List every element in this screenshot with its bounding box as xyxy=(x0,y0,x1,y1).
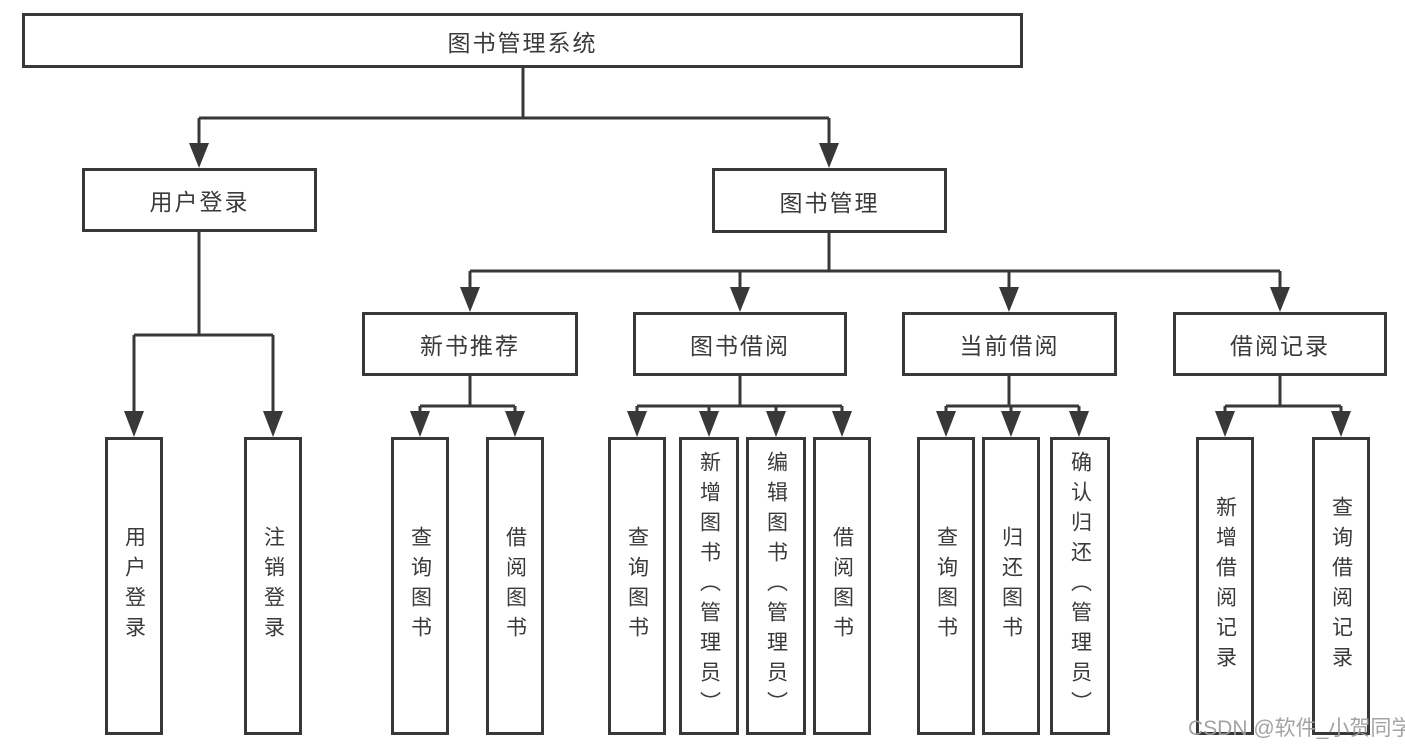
leaf-query-borrow-record: 查询借阅记录 xyxy=(1312,437,1370,735)
leaf-query-books-3: 查询图书 xyxy=(917,437,975,735)
leaf-label: 查询图书 xyxy=(625,526,649,646)
leaf-edit-books-admin: 编辑图书（管理员） xyxy=(746,437,806,735)
leaf-label: 确认归还（管理员） xyxy=(1068,451,1092,721)
node-label: 新书推荐 xyxy=(420,333,520,359)
leaf-add-books-admin: 新增图书（管理员） xyxy=(679,437,739,735)
leaf-query-books-1: 查询图书 xyxy=(391,437,449,735)
leaf-label: 借阅图书 xyxy=(830,526,854,646)
node-label: 图书借阅 xyxy=(690,333,790,359)
leaf-query-books-2: 查询图书 xyxy=(608,437,666,735)
csdn-watermark: CSDN @软件_小贺同学 xyxy=(1188,717,1405,740)
leaf-label: 注销登录 xyxy=(261,526,285,646)
leaf-label: 归还图书 xyxy=(999,526,1023,646)
node-book-management: 图书管理 xyxy=(712,168,947,233)
node-library-management-system: 图书管理系统 xyxy=(22,13,1023,68)
arrowhead-icons xyxy=(124,143,1351,437)
node-label: 当前借阅 xyxy=(959,333,1060,359)
leaf-borrow-books-1: 借阅图书 xyxy=(486,437,544,735)
leaf-label: 编辑图书（管理员） xyxy=(764,451,788,721)
node-label: 图书管理系统 xyxy=(447,29,598,56)
leaf-logout: 注销登录 xyxy=(244,437,302,735)
leaf-label: 查询借阅记录 xyxy=(1329,496,1353,676)
node-new-book-recommend: 新书推荐 xyxy=(362,312,578,376)
leaf-return-books: 归还图书 xyxy=(982,437,1040,735)
node-current-borrow: 当前借阅 xyxy=(902,312,1117,376)
leaf-label: 新增借阅记录 xyxy=(1213,496,1237,676)
leaf-label: 用户登录 xyxy=(122,526,146,646)
node-label: 用户登录 xyxy=(149,189,250,215)
leaf-add-borrow-record: 新增借阅记录 xyxy=(1196,437,1254,735)
node-label: 图书管理 xyxy=(779,189,880,216)
leaf-borrow-books-2: 借阅图书 xyxy=(813,437,871,735)
node-book-borrow: 图书借阅 xyxy=(633,312,847,376)
leaf-confirm-return-admin: 确认归还（管理员） xyxy=(1050,437,1110,735)
leaf-label: 查询图书 xyxy=(408,526,432,646)
node-label: 借阅记录 xyxy=(1230,333,1330,359)
leaf-label: 借阅图书 xyxy=(503,526,527,646)
leaf-user-login: 用户登录 xyxy=(105,437,163,735)
leaf-label: 查询图书 xyxy=(934,526,958,646)
node-user-login: 用户登录 xyxy=(82,168,317,232)
node-borrow-records: 借阅记录 xyxy=(1173,312,1387,376)
leaf-label: 新增图书（管理员） xyxy=(697,451,721,721)
